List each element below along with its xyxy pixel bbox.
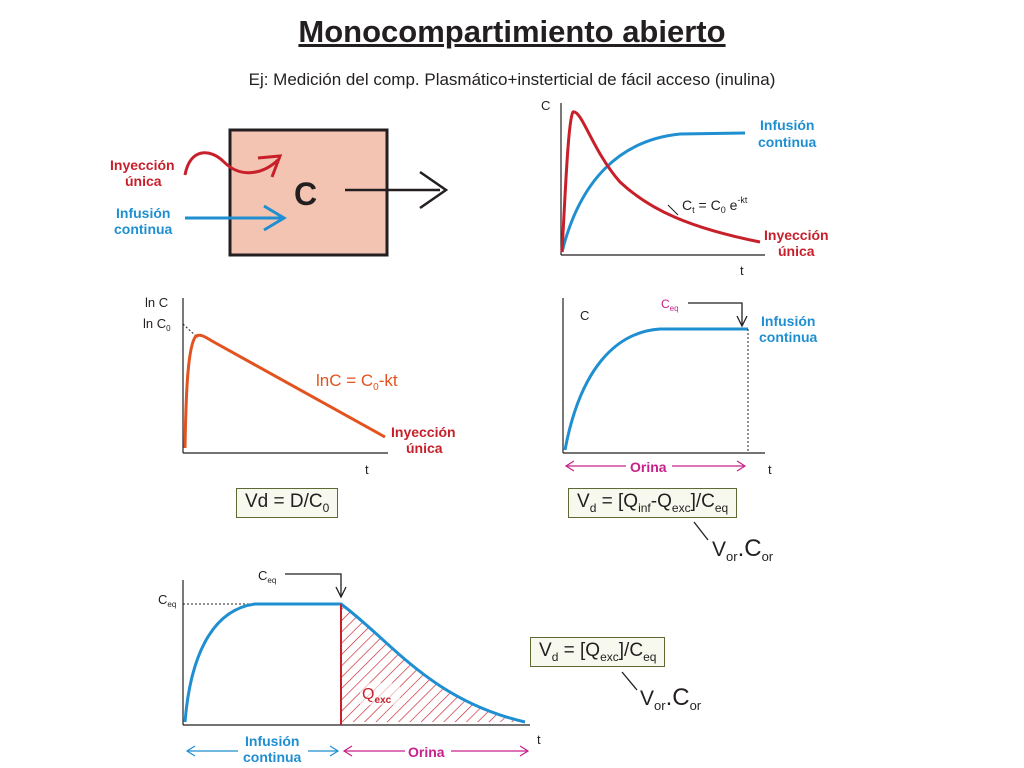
plot-2: ln C ln C0 t lnC = C0-kt Inyección única — [143, 295, 456, 477]
plot1-infusion-label-2: continua — [758, 134, 817, 150]
plot4-x-label: t — [537, 732, 541, 747]
eq2-sub4: eq — [714, 500, 729, 515]
plot3-ceq-pointer — [688, 302, 743, 325]
eq3-sub1: d — [551, 649, 559, 664]
plot3-infusion-label-1: Infusión — [761, 313, 815, 329]
injection-arrowhead — [257, 154, 283, 178]
eq2-a: V — [577, 491, 590, 512]
plot3-x-label: t — [768, 462, 772, 477]
eq3-a: V — [539, 640, 552, 661]
plot1-infusion-label-1: Infusión — [760, 117, 814, 133]
plot4-orina-arrowhead-left — [342, 745, 353, 757]
plot3-ceq-label: Ceq — [661, 297, 679, 313]
plot3-ceq-pointer-head — [736, 315, 748, 328]
page-subtitle: Ej: Medición del comp. Plasmático+inster… — [248, 70, 776, 89]
eq3-note-sub1: or — [654, 698, 666, 714]
eq2-d: ]/C — [690, 491, 715, 512]
equation-vd-box: Vd = D/C0 — [236, 488, 339, 518]
plot3-infusion-label-2: continua — [759, 329, 818, 345]
compartment-infusion-label-2: continua — [114, 221, 173, 237]
eq2-note: Vor.Cor — [712, 535, 773, 564]
plot2-y-label-2: ln C0 — [143, 316, 171, 333]
plot4-orina-arrowhead-right — [519, 745, 530, 757]
plot2-injection-label-1: Inyección — [391, 424, 456, 440]
eq2-note-b: .C — [737, 535, 762, 562]
eq3-sub3: eq — [643, 649, 657, 664]
plot1-eq-pointer — [667, 204, 679, 216]
eq2-sub1: d — [589, 500, 597, 515]
eq1-text: Vd = D/C — [245, 491, 323, 512]
eq3-c: ]/C — [618, 640, 644, 661]
plot3-orina-arrowhead-right — [736, 460, 747, 472]
plot4-infusion-label-2: continua — [243, 749, 302, 765]
equation-vd-urine-box: Vd = [Qexc]/Ceq — [530, 637, 666, 667]
eq3-note-b: .C — [665, 684, 690, 711]
plot1-x-label: t — [740, 263, 744, 278]
plot4-ceq-pointer — [285, 573, 342, 596]
plot4-orina-bg — [405, 743, 451, 759]
plot1-infusion-curve — [560, 131, 746, 253]
compartment-injection-label-2: única — [125, 173, 162, 189]
page-title: Monocompartimiento abierto — [298, 14, 726, 49]
eq3-sub2: exc — [600, 649, 619, 664]
compartment-infusion-label-1: Infusión — [116, 205, 170, 221]
plot4-orina-label: Orina — [408, 744, 445, 760]
compartment-box — [228, 128, 389, 257]
eq2-note-a: V — [712, 538, 727, 561]
plot1-injection-label-1: Inyección — [764, 227, 829, 243]
eq2-note-sub1: or — [726, 549, 738, 565]
infusion-arrowhead — [263, 204, 287, 232]
plot2-x-label: t — [365, 462, 369, 477]
eq2-c: -Q — [650, 491, 672, 512]
eq1-sub: 0 — [322, 500, 330, 515]
plot4-qexc-bg — [360, 683, 400, 705]
plot4-infusion-label-1: Infusión — [245, 733, 299, 749]
eq3-note-pointer — [621, 671, 638, 691]
plot3-y-label: C — [580, 308, 589, 323]
plot4-qexc-label: Qexc — [362, 686, 392, 706]
plot2-ln-curve — [183, 333, 386, 449]
eq3-note-a: V — [640, 687, 655, 710]
plot1-equation: Ct = C0 e-kt — [682, 195, 748, 215]
eq3-note: Vor.Cor — [640, 684, 701, 713]
eq2-sub2: inf — [638, 500, 651, 515]
compartment-diagram: C Inyección única Infusión continua — [110, 128, 449, 257]
injection-arrow — [183, 151, 280, 176]
plot2-equation: lnC = C0-kt — [316, 371, 398, 393]
eq3-note-sub2: or — [689, 698, 702, 714]
eq2-b: = [Q — [596, 491, 639, 512]
equation-vd-infusion-box: Vd = [Qinf-Qexc]/Ceq — [568, 488, 738, 518]
plot4-infusion-bg — [238, 732, 308, 766]
compartment-injection-label-1: Inyección — [110, 157, 175, 173]
plot3-infusion-curve — [563, 327, 748, 451]
plot4-infusion-arrowhead-left — [185, 745, 196, 757]
compartment-label: C — [294, 176, 317, 212]
plot1-injection-label-2: única — [778, 243, 815, 259]
eq2-note-sub2: or — [761, 549, 774, 565]
eq2-sub3: exc — [671, 500, 691, 515]
plot-3: C t Ceq Infusión continua Orina — [562, 297, 818, 477]
plot4-ceq-pointer-head — [335, 586, 347, 599]
plot-4: Ceq Ceq t Qexc Infusión continua Orina — [158, 568, 541, 766]
plot1-injection-curve — [560, 110, 761, 253]
plot-1: C t Infusión continua Inyección única Ct… — [541, 98, 829, 278]
plot2-y-label-1: ln C — [145, 295, 168, 310]
eq2-note-pointer — [693, 521, 709, 541]
plot3-orina-arrowhead-left — [564, 460, 575, 472]
plot4-infusion-arrowhead-right — [329, 745, 340, 757]
eq3-b: = [Q — [558, 640, 601, 661]
plot3-orina-bg — [626, 458, 672, 474]
plot3-orina-label: Orina — [630, 459, 667, 475]
plot4-ceq-label: Ceq — [258, 568, 276, 585]
outflow-arrowhead — [419, 170, 449, 210]
plot4-y-label: Ceq — [158, 592, 176, 609]
plot1-y-label: C — [541, 98, 550, 113]
plot2-injection-label-2: única — [406, 440, 443, 456]
